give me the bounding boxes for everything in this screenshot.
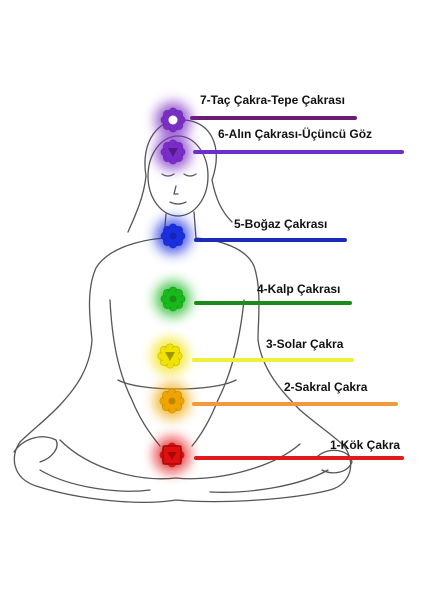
solar-plexus-chakra-icon — [157, 343, 183, 369]
chakra-label-4: 4-Kalp Çakrası — [257, 282, 340, 296]
chakra-label-5: 3-Solar Çakra — [266, 337, 344, 351]
crown-chakra-icon — [160, 107, 186, 133]
legs-outline — [13, 441, 352, 503]
torso-outline — [19, 237, 165, 443]
third-eye-chakra-icon — [160, 139, 186, 165]
chakra-icons — [157, 107, 186, 468]
throat-chakra-icon — [160, 223, 186, 249]
chakra-leader-lines — [190, 116, 404, 460]
chakra-label-1: 7-Taç Çakra-Tepe Çakrası — [200, 93, 345, 107]
root-chakra-icon — [159, 442, 185, 468]
chakra-label-7: 1-Kök Çakra — [330, 438, 400, 452]
chakra-label-3: 5-Boğaz Çakrası — [234, 217, 327, 231]
chakra-labels: 7-Taç Çakra-Tepe Çakrası 6-Alın Çakrası-Ü… — [200, 93, 400, 452]
heart-chakra-icon — [160, 286, 186, 312]
hair-outline — [144, 119, 233, 223]
sacral-chakra-icon — [159, 388, 185, 414]
chakra-label-2: 6-Alın Çakrası-Üçüncü Göz — [218, 126, 372, 141]
chakra-label-6: 2-Sakral Çakra — [284, 380, 368, 394]
